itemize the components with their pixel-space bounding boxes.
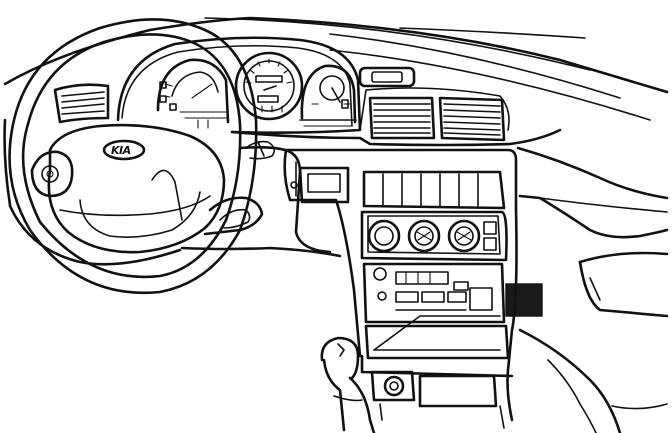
right-air-vent <box>438 96 506 142</box>
passenger-side-dash <box>516 146 669 433</box>
kia-logo <box>102 139 146 161</box>
mounting-bracket <box>505 283 543 317</box>
kia-logo-text: KIA <box>111 144 131 157</box>
steering-hub <box>47 123 226 254</box>
hazard-switch-display <box>358 66 416 88</box>
climate-slider-row <box>362 170 506 210</box>
fan-knob-3 <box>447 219 481 253</box>
left-door-trim <box>3 118 12 207</box>
horn-button-left <box>30 150 74 198</box>
climate-control-panel <box>360 210 508 262</box>
fan-knob-2 <box>407 219 441 253</box>
lower-console-controls <box>370 370 505 429</box>
lower-dash-edge <box>8 204 182 266</box>
center-air-vent <box>368 96 436 140</box>
steering-wheel: KIA <box>8 18 258 295</box>
small-display <box>298 166 350 204</box>
speedometer-gauge <box>234 51 304 121</box>
radio-unit <box>362 262 506 324</box>
left-air-vent <box>53 83 110 124</box>
fan-knob-1 <box>367 219 401 253</box>
gear-shifter <box>320 336 376 433</box>
instrument-cluster <box>116 36 362 134</box>
fuel-temp-gauge <box>299 64 357 127</box>
tachometer-gauge <box>156 58 230 129</box>
dash-contour <box>230 128 562 147</box>
steering-column-area <box>180 140 342 258</box>
center-console <box>283 148 543 429</box>
